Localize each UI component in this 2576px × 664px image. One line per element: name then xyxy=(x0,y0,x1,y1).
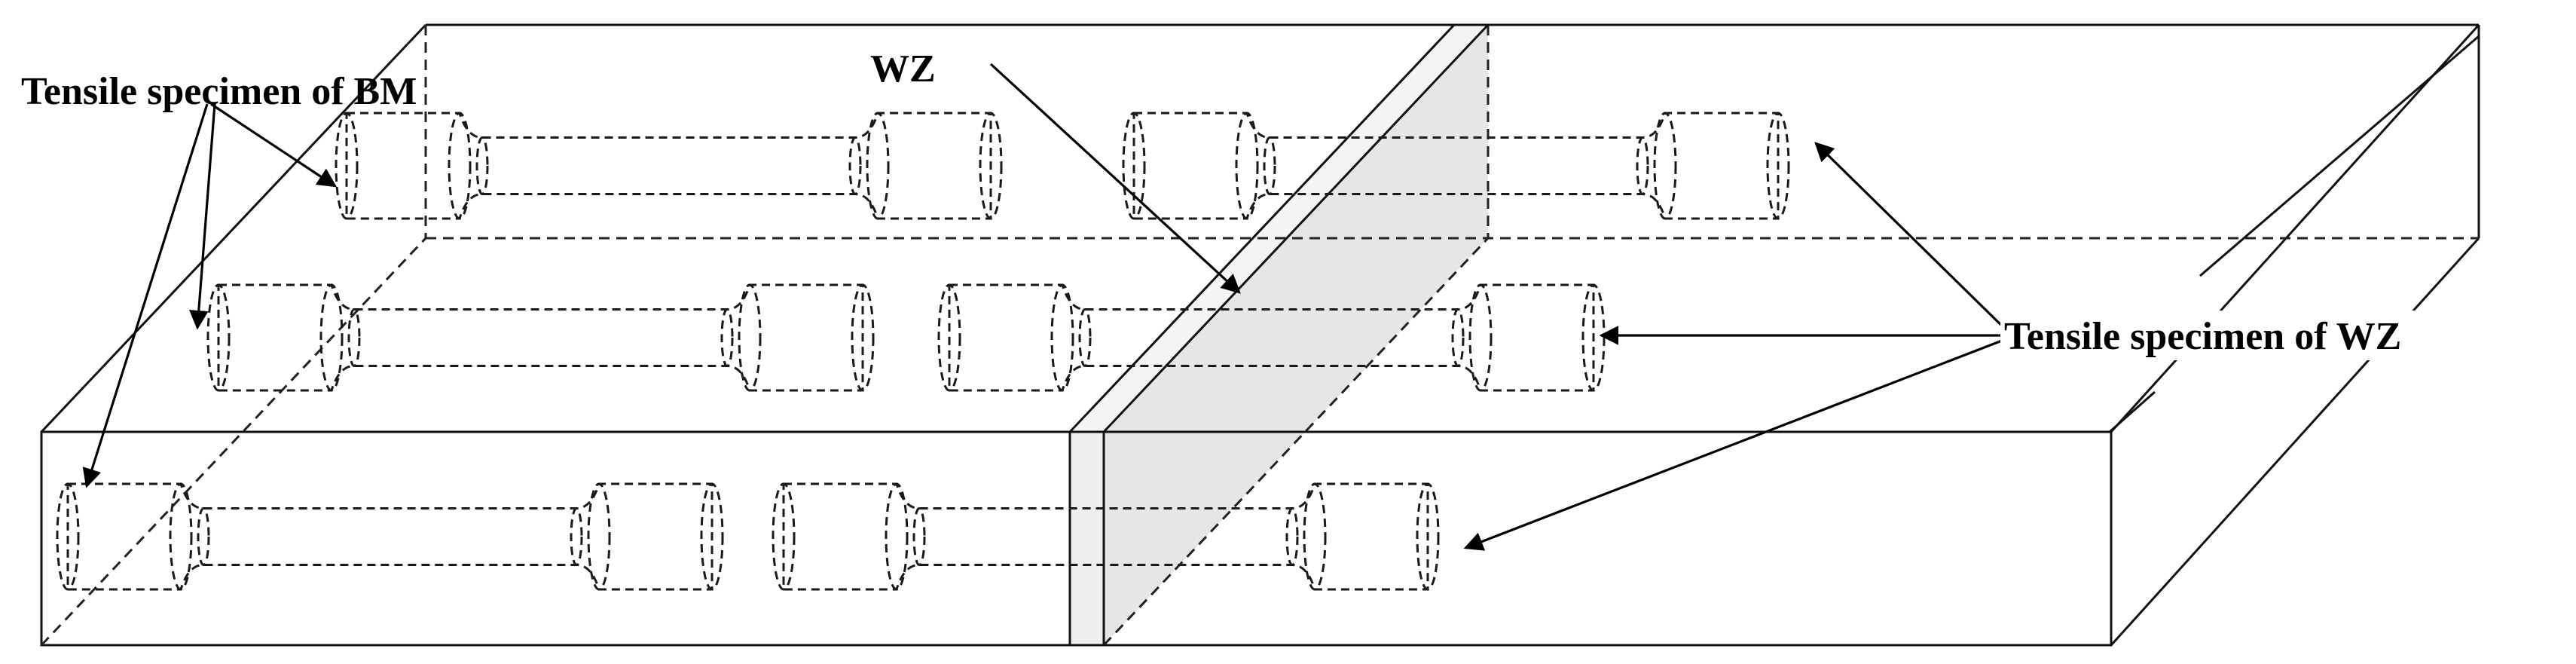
grip-end-ellipse xyxy=(700,482,724,591)
weld-edge-line xyxy=(1102,23,1490,433)
plate-edge xyxy=(40,23,427,433)
specimen-outline xyxy=(345,112,992,220)
grip-end-ellipse xyxy=(1416,482,1440,591)
grip-end-ellipse xyxy=(206,283,231,392)
bm-arrow-to-row2 xyxy=(189,103,216,330)
grip-end-ellipse xyxy=(738,283,762,392)
bm-arrow-to-row3 xyxy=(82,103,209,488)
wz-arrow-to-row3 xyxy=(1463,335,2012,551)
plate-front-face xyxy=(40,430,2113,647)
bm-specimen-row3 xyxy=(56,482,724,591)
gauge-section-ellipse xyxy=(1451,308,1465,367)
gauge-section-ellipse xyxy=(347,308,361,367)
surface-hatch xyxy=(2109,390,2156,433)
gauge-section-ellipse xyxy=(1285,507,1299,566)
label-background xyxy=(2000,311,2565,360)
gauge-section-ellipse xyxy=(1636,136,1649,195)
gauge-section-ellipse xyxy=(570,507,583,566)
gauge-section-ellipse xyxy=(197,507,210,566)
surface-hatch xyxy=(2199,35,2480,277)
grip-end-ellipse xyxy=(1303,482,1327,591)
grip-end-ellipse xyxy=(319,283,344,392)
grip-end-ellipse xyxy=(1050,283,1074,392)
gauge-section-ellipse xyxy=(475,136,489,195)
bm-arrow-to-row1 xyxy=(210,103,338,188)
wz-pointer-arrow xyxy=(989,63,1241,294)
weld-hidden-edge xyxy=(1102,237,1490,647)
plate xyxy=(40,23,2480,647)
grip-end-ellipse xyxy=(1235,112,1259,220)
plate-edge xyxy=(2110,23,2480,433)
weld-zone-end-face xyxy=(1068,430,1105,647)
wz-specimen-row2 xyxy=(937,283,1606,392)
grip-end-ellipse xyxy=(587,482,611,591)
grip-end-ellipse xyxy=(772,482,796,591)
grip-end-ellipse xyxy=(1653,112,1677,220)
plate-edge xyxy=(2110,237,2480,647)
grip-end-ellipse xyxy=(866,112,890,220)
grip-end-ellipse xyxy=(937,283,961,392)
bm-specimen-row1 xyxy=(335,112,1003,220)
wz-specimen-row3 xyxy=(772,482,1440,591)
weld-edge-line xyxy=(1068,23,1456,433)
grip-end-ellipse xyxy=(335,112,359,220)
specimen-outline xyxy=(217,283,864,392)
bm-specimen-row2 xyxy=(206,283,875,392)
grip-end-ellipse xyxy=(169,482,193,591)
wz-specimen-row1 xyxy=(1122,112,1790,220)
grip-end-ellipse xyxy=(448,112,472,220)
grip-end-ellipse xyxy=(885,482,909,591)
weld-zone-front-face xyxy=(1104,25,1488,645)
grip-end-ellipse xyxy=(1766,112,1790,220)
grip-end-ellipse xyxy=(1468,283,1493,392)
weld-zone xyxy=(1068,23,1490,647)
bm-specimen-label: Tensile specimen of BM xyxy=(21,70,417,113)
tensile-specimens xyxy=(56,112,1790,591)
grip-end-ellipse xyxy=(979,112,1003,220)
gauge-section-ellipse xyxy=(1263,136,1276,195)
gauge-section-ellipse xyxy=(848,136,862,195)
gauge-section-ellipse xyxy=(912,507,926,566)
wz-specimen-label: Tensile specimen of WZ xyxy=(2004,315,2401,358)
wz-arrow-to-row1 xyxy=(1814,142,2013,337)
grip-end-ellipse xyxy=(1122,112,1146,220)
grip-end-ellipse xyxy=(851,283,875,392)
weld-zone-top-strip xyxy=(1070,25,1488,432)
grip-end-ellipse xyxy=(56,482,80,591)
gauge-section-ellipse xyxy=(720,308,734,367)
specimen-outline xyxy=(66,482,714,591)
leader-arrows xyxy=(82,63,2013,551)
gauge-section-ellipse xyxy=(1078,308,1092,367)
wz-label: WZ xyxy=(870,47,936,90)
plate-hidden-edge xyxy=(40,237,427,647)
